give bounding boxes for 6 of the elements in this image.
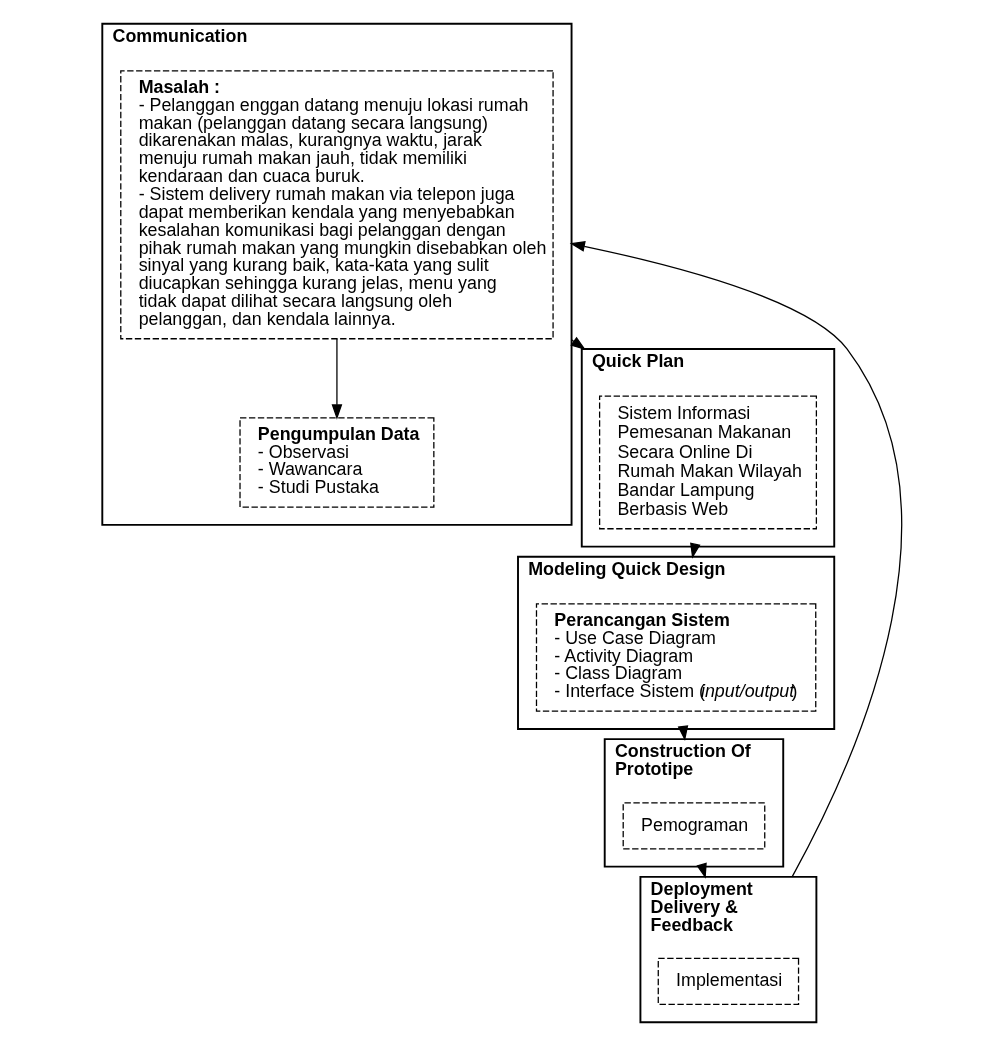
arrow [331,338,343,420]
node-box: Pengumpulan Data - Observasi - Wawancara - Studi Pustaka [239,417,435,508]
node-box: Pemograman [622,802,766,850]
node-box: Masalah : - Pelanggan enggan datang menuju lokasi rumah makan (pelanggan datang secara langsung) dikarenakan malas, kurangnya waktu, jarak menuju rumah makan jauh, tidak memiliki kendaraan dan cuaca buruk. - Sistem delivery rumah makan via telepon juga dapat memberikan kendala yang menyebabkan kesalahan komunikasi bagi pelanggan dengan pihak rumah makan yang mungkin disebabkan oleh sinyal yang kurang baik, kata-kata yang sulit diucapkan sehingga kurang jelas, menu yang tidak dapat dilihat secara langsung oleh pelanggan, dan kendala lainnya. [120,70,554,340]
node-box: Implementasi [657,957,800,1005]
node-box: Sistem Informasi Pemesanan Makanan Secara Online Di Rumah Makan Wilayah Bandar Lampung Berbasis Web [598,395,818,530]
